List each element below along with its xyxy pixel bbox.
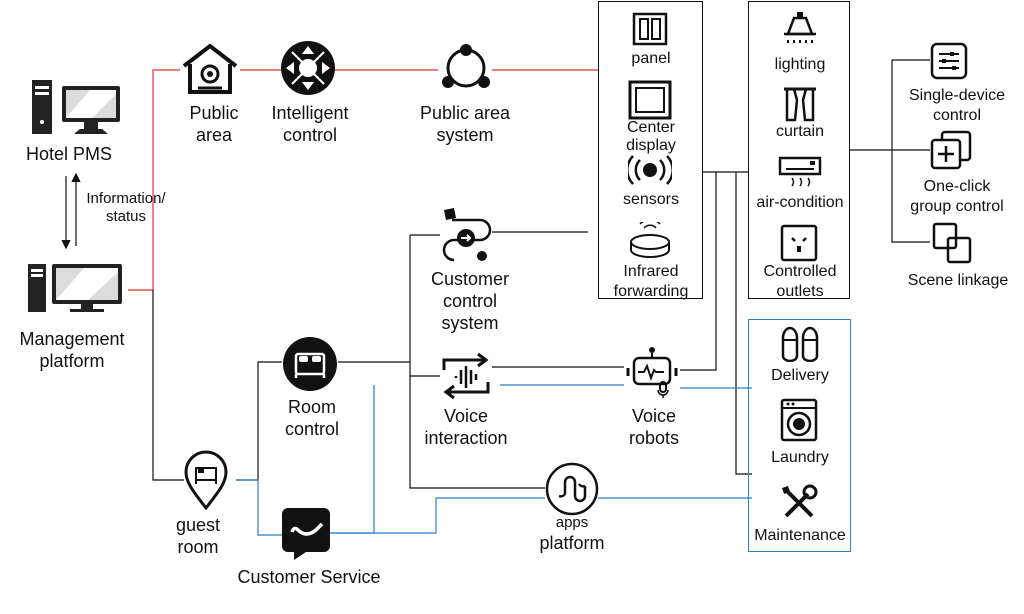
public-area-system-icon xyxy=(438,42,494,94)
customer-control-system-icon xyxy=(440,206,492,262)
panel-label: panel xyxy=(631,50,671,67)
group-control-label: One-click group control xyxy=(910,178,1004,215)
center-display-label: Center display xyxy=(626,119,676,154)
public-area-icon xyxy=(180,42,240,96)
room-control-icon xyxy=(282,336,338,392)
room-control-label: Room control xyxy=(284,397,340,439)
panel-icon xyxy=(632,12,668,46)
public-area-system-label: Public area system xyxy=(419,103,511,145)
guest-room-label: guest room xyxy=(175,515,221,557)
single-device-control-label: Single-device control xyxy=(908,87,1006,124)
controlled-outlets-label: Controlled outlets xyxy=(763,263,837,300)
maintenance-label: Maintenance xyxy=(754,527,846,544)
customer-service-icon xyxy=(280,506,332,562)
infrared-forwarding-icon xyxy=(628,219,672,260)
outlet-icon xyxy=(780,224,818,262)
delivery-label: Delivery xyxy=(771,367,829,384)
customer-control-system-label: Customer control system xyxy=(430,269,510,333)
scene-linkage-icon xyxy=(932,222,974,264)
device-box-outputs xyxy=(748,1,850,299)
lighting-icon xyxy=(780,10,820,46)
management-platform-label: Management platform xyxy=(19,329,125,371)
customer-service-label: Customer Service xyxy=(237,567,381,587)
server-computer-icon xyxy=(30,78,126,138)
delivery-slippers-icon xyxy=(780,324,820,363)
maintenance-tools-icon xyxy=(780,484,818,522)
curtain-label: curtain xyxy=(775,123,825,140)
voice-robot-icon xyxy=(624,346,680,400)
center-display-icon xyxy=(628,80,672,120)
device-box-inputs xyxy=(598,1,703,299)
air-condition-icon xyxy=(778,156,822,190)
services-box xyxy=(748,319,851,552)
curtain-icon xyxy=(782,86,818,122)
public-area-label: Public area xyxy=(189,103,239,145)
sensors-icon xyxy=(626,154,674,186)
laundry-washer-icon xyxy=(780,398,818,442)
apps-platform-label: apps platform xyxy=(539,514,605,553)
single-device-control-icon xyxy=(930,42,968,80)
hotel-pms-label: Hotel PMS xyxy=(25,144,113,164)
sensors-label: sensors xyxy=(622,191,680,208)
intelligent-control-label: Intelligent control xyxy=(271,103,349,145)
voice-interaction-icon xyxy=(440,352,492,400)
infrared-forwarding-label: Infrared forwarding xyxy=(613,263,689,300)
laundry-label: Laundry xyxy=(771,449,829,466)
voice-robots-label: Voice robots xyxy=(628,406,680,448)
intelligent-control-icon xyxy=(280,40,336,96)
guest-room-location-icon xyxy=(184,450,228,511)
management-computer-icon xyxy=(26,262,126,314)
lighting-label: lighting xyxy=(774,56,826,73)
apps-platform-icon xyxy=(545,462,599,516)
air-condition-label: air-condition xyxy=(756,194,844,211)
group-control-icon xyxy=(930,130,972,170)
voice-interaction-label: Voice interaction xyxy=(424,406,508,448)
info-status-label: Information/ status xyxy=(86,190,166,225)
scene-linkage-label: Scene linkage xyxy=(907,272,1009,289)
